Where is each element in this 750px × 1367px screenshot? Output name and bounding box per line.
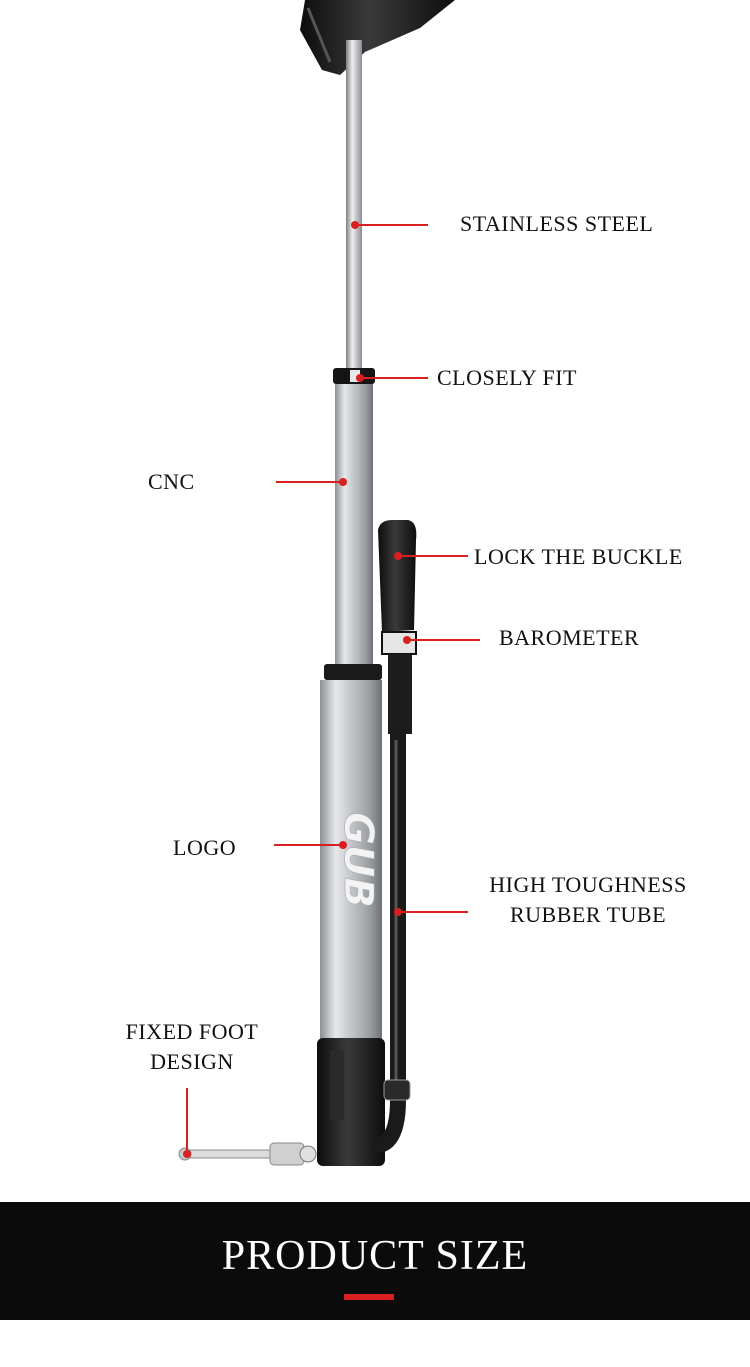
barrel-joint xyxy=(324,664,382,680)
label-barometer: BAROMETER xyxy=(499,625,640,650)
pump-handle xyxy=(300,0,455,75)
label-cnc: CNC xyxy=(148,469,195,494)
steel-rod xyxy=(346,40,362,370)
label-rubber-tube-line1: HIGH TOUGHNESS xyxy=(489,872,687,897)
section-title: PRODUCT SIZE xyxy=(221,1233,529,1279)
barometer-gauge xyxy=(381,631,417,655)
valve-head xyxy=(378,520,417,734)
lower-barrel xyxy=(320,680,382,1040)
callout-dots xyxy=(183,221,411,1158)
label-stainless-steel: STAINLESS STEEL xyxy=(460,211,654,236)
barrel-logo: GUB xyxy=(335,812,381,908)
upper-barrel xyxy=(335,384,373,670)
section-banner: PRODUCT SIZE xyxy=(0,1202,750,1320)
label-lock-buckle: LOCK THE BUCKLE xyxy=(474,544,683,569)
label-logo: LOGO xyxy=(173,835,237,860)
product-illustration: GUB xyxy=(112,0,706,1166)
label-closely-fit: CLOSELY FIT xyxy=(437,365,577,390)
label-fixed-foot: FIXED FOOT DESIGN xyxy=(112,1017,272,1077)
fixed-foot xyxy=(178,1142,317,1166)
pump-graphic: GUB xyxy=(178,0,480,1166)
label-fixed-foot-line2: DESIGN xyxy=(150,1049,234,1074)
label-rubber-tube: HIGH TOUGHNESS RUBBER TUBE xyxy=(470,870,706,930)
title-underline xyxy=(344,1294,394,1300)
label-rubber-tube-line2: RUBBER TUBE xyxy=(509,902,667,927)
label-fixed-foot-line1: FIXED FOOT xyxy=(125,1019,259,1044)
callout-lines xyxy=(186,224,480,1154)
